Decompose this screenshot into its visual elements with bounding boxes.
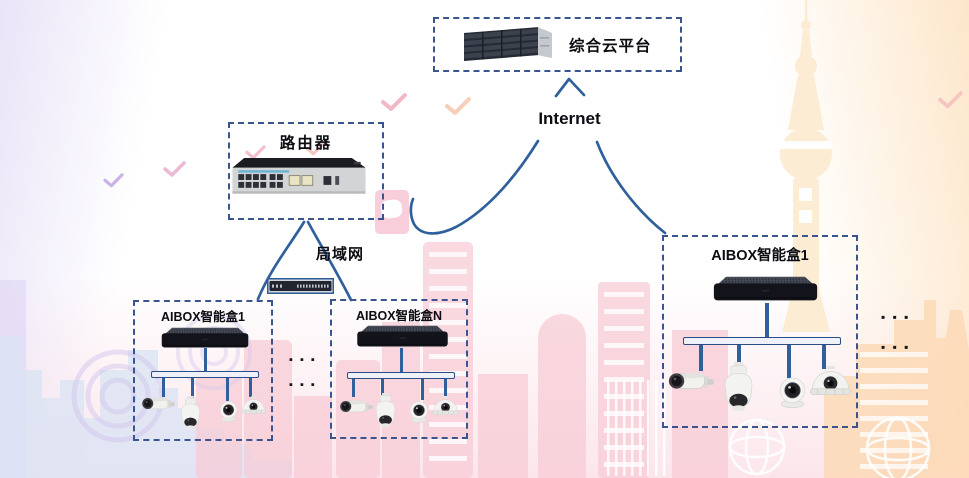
camera-bus-bar — [683, 337, 841, 345]
drop-line — [787, 345, 791, 378]
drop-line — [699, 345, 703, 371]
turret-camera-icon — [775, 375, 810, 409]
dome-camera-icon — [432, 395, 459, 416]
ethernet-switch-icon — [267, 278, 334, 294]
turret-camera-icon — [407, 399, 431, 424]
cloud-platform-label: 综合云平台 — [569, 37, 652, 55]
router-icon — [230, 156, 368, 203]
aibox-device-icon — [355, 325, 450, 348]
node-router: 路由器 — [228, 122, 384, 220]
aibox-middle-label: AIBOX智能盒N — [355, 309, 443, 323]
more-devices-ellipsis: ▪ ▪ ▪ — [881, 310, 911, 324]
drop-line — [421, 379, 424, 400]
aibox-right-label: AIBOX智能盒1 — [711, 248, 809, 264]
server-rack-icon — [457, 25, 559, 65]
uplink-line — [765, 303, 769, 338]
drop-line — [444, 379, 447, 396]
uplink-line — [400, 348, 403, 373]
drop-line — [191, 378, 194, 399]
dome-camera-icon — [241, 395, 266, 415]
node-aibox-middle: AIBOX智能盒N — [330, 299, 468, 439]
drop-line — [226, 378, 229, 401]
aibox-device-icon — [160, 327, 250, 349]
more-devices-ellipsis: ▪ ▪ ▪ — [881, 340, 911, 354]
aibox-left-label: AIBOX智能盒1 — [160, 310, 246, 324]
lan-label: 局域网 — [316, 246, 365, 263]
drop-line — [822, 345, 826, 369]
bullet-camera-icon — [141, 393, 176, 414]
camera-bus-bar — [347, 372, 455, 379]
router-label: 路由器 — [279, 135, 333, 152]
camera-bus-bar — [151, 371, 259, 378]
drop-line — [352, 379, 355, 397]
aibox-device-icon — [713, 274, 818, 304]
bullet-camera-icon — [667, 367, 716, 395]
drop-line — [381, 379, 384, 395]
node-aibox-left: AIBOX智能盒1 — [133, 300, 273, 441]
node-cloud-platform: 综合云平台 — [433, 17, 682, 72]
turret-camera-icon — [217, 399, 240, 423]
drop-line — [737, 345, 741, 367]
drop-line — [162, 378, 165, 397]
uplink-line — [204, 348, 207, 372]
lan-switch — [267, 278, 334, 294]
ptz-dome-camera-icon — [373, 393, 398, 428]
more-devices-ellipsis: ▪ ▪ ▪ — [289, 379, 317, 391]
drop-line — [249, 378, 252, 397]
ptz-dome-camera-icon — [721, 362, 756, 412]
internet-label: Internet — [538, 109, 601, 128]
dome-camera-icon — [808, 365, 853, 396]
more-devices-ellipsis: ▪ ▪ ▪ — [289, 354, 317, 366]
bullet-camera-icon — [339, 396, 374, 417]
ptz-dome-camera-icon — [178, 396, 203, 430]
pearl-tower — [780, 0, 832, 332]
node-aibox-right: AIBOX智能盒1 — [662, 235, 858, 428]
